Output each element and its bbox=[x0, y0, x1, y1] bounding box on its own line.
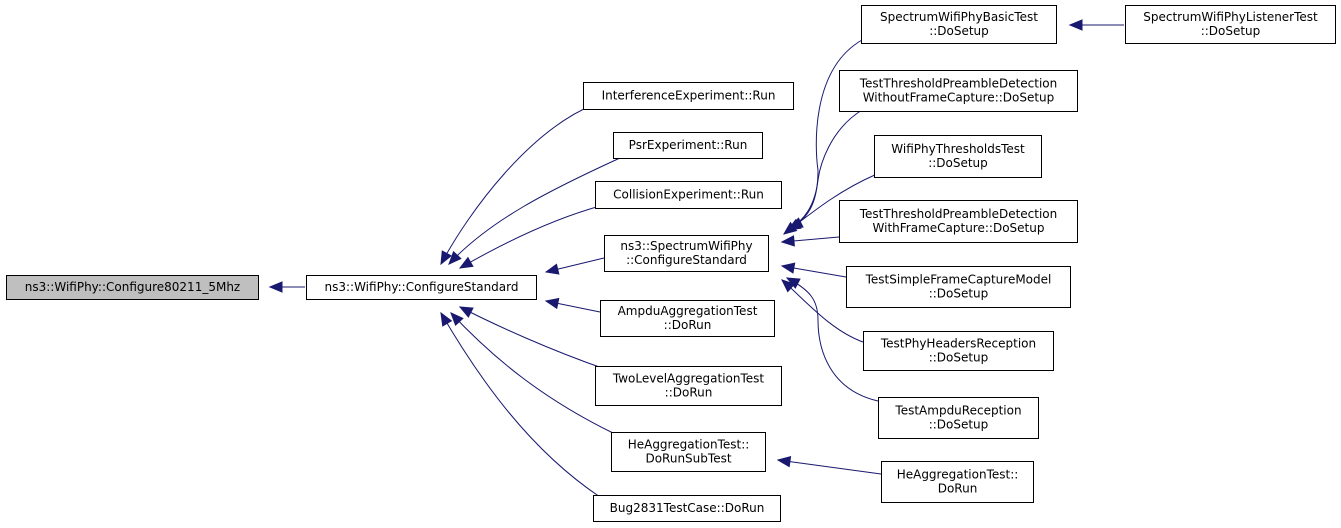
arrowhead-thresholds_test-to-spectrum_configure bbox=[782, 221, 798, 235]
node-label-line: InterferenceExperiment::Run bbox=[602, 89, 776, 103]
node-interference[interactable]: InterferenceExperiment::Run bbox=[583, 82, 794, 110]
arrowhead-wifi_configure-to-root bbox=[268, 281, 283, 293]
node-box bbox=[6, 275, 259, 300]
arrowhead-he_dorun-to-he_subtest bbox=[776, 455, 792, 468]
arrowhead-he_subtest-to-wifi_configure bbox=[450, 312, 464, 327]
node-label-line: ::ConfigureStandard bbox=[626, 253, 747, 267]
edge-ampdu_reception-to-spectrum_configure bbox=[786, 277, 879, 402]
node-label-line: CollisionExperiment::Run bbox=[613, 188, 764, 202]
node-label-line: HeAggregationTest:: bbox=[897, 468, 1019, 482]
arrowhead-spectrum_listener-to-spectrum_basic bbox=[1068, 19, 1083, 31]
node-box bbox=[839, 200, 1078, 243]
node-box bbox=[613, 132, 763, 159]
node-thresholds-test[interactable]: WifiPhyThresholdsTest::DoSetup bbox=[874, 135, 1042, 178]
node-label-line: TestSimpleFrameCaptureModel bbox=[865, 273, 1052, 287]
arrowhead-spectrum_configure-to-wifi_configure bbox=[544, 263, 560, 275]
edge-collision-to-wifi_configure bbox=[459, 205, 601, 269]
node-label-line: DoRunSubTest bbox=[645, 452, 731, 466]
arrowhead-psr-to-wifi_configure bbox=[448, 250, 462, 265]
node-label-line: HeAggregationTest:: bbox=[628, 438, 750, 452]
node-label-line: ::DoRun bbox=[664, 318, 712, 332]
nodes-layer: ns3::WifiPhy::Configure80211_5Mhz ns3::Wi… bbox=[6, 5, 1336, 522]
edge-interference-to-wifi_configure bbox=[440, 103, 596, 265]
arrowhead-ampdu_reception-to-spectrum_configure bbox=[785, 277, 801, 289]
edge-psr-to-wifi_configure bbox=[448, 157, 621, 265]
node-label-line: AmpduAggregationTest bbox=[618, 304, 758, 318]
node-label-line: ::DoSetup bbox=[1201, 24, 1261, 38]
node-label-line: PsrExperiment::Run bbox=[629, 138, 748, 152]
arrowhead-bug2831-to-wifi_configure bbox=[440, 311, 453, 327]
node-label-line: WifiPhyThresholdsTest bbox=[891, 142, 1025, 156]
arrowhead-headers_reception-to-spectrum_configure bbox=[781, 279, 796, 293]
node-label-line: ns3::WifiPhy::Configure80211_5Mhz bbox=[25, 280, 240, 294]
node-threshold-with[interactable]: TestThresholdPreambleDetectionWithFrameC… bbox=[839, 200, 1078, 243]
edge-he_dorun-to-he_subtest bbox=[777, 459, 882, 475]
node-two-level[interactable]: TwoLevelAggregationTest::DoRun bbox=[595, 366, 782, 406]
node-label-line: ::DoSetup bbox=[929, 287, 989, 301]
node-he-dorun[interactable]: HeAggregationTest::DoRun bbox=[881, 461, 1034, 503]
node-box bbox=[595, 181, 782, 209]
edge-spectrum_basic-to-spectrum_configure bbox=[789, 39, 863, 229]
node-simple-capture[interactable]: TestSimpleFrameCaptureModel::DoSetup bbox=[846, 266, 1071, 308]
node-he-subtest[interactable]: HeAggregationTest::DoRunSubTest bbox=[611, 432, 766, 472]
node-label-line: ::DoSetup bbox=[929, 24, 989, 38]
node-label-line: TestPhyHeadersReception bbox=[880, 337, 1036, 351]
node-label-line: WithFrameCapture::DoSetup bbox=[873, 221, 1045, 235]
node-label-line: TestThresholdPreambleDetection bbox=[859, 77, 1058, 91]
node-headers-reception[interactable]: TestPhyHeadersReception::DoSetup bbox=[863, 331, 1054, 371]
edge-threshold_without-to-spectrum_configure bbox=[787, 109, 863, 231]
node-box bbox=[881, 461, 1034, 503]
node-label-line: SpectrumWifiPhyListenerTest bbox=[1143, 10, 1318, 24]
node-box bbox=[874, 135, 1042, 178]
node-box bbox=[611, 432, 766, 472]
node-label-line: SpectrumWifiPhyBasicTest bbox=[880, 10, 1038, 24]
node-bug2831[interactable]: Bug2831TestCase::DoRun bbox=[593, 495, 781, 522]
node-box bbox=[863, 331, 1054, 371]
node-label-line: Bug2831TestCase::DoRun bbox=[610, 501, 765, 515]
arrowhead-two_level-to-wifi_configure bbox=[458, 306, 474, 318]
node-label-line: ::DoSetup bbox=[929, 351, 989, 365]
node-box bbox=[600, 300, 775, 337]
node-box bbox=[593, 495, 781, 522]
node-psr[interactable]: PsrExperiment::Run bbox=[613, 132, 763, 159]
node-label-line: ::DoSetup bbox=[928, 156, 988, 170]
arrowhead-interference-to-wifi_configure bbox=[440, 250, 452, 266]
node-box bbox=[861, 5, 1057, 44]
node-label-line: ::DoSetup bbox=[929, 418, 989, 432]
node-box bbox=[583, 82, 794, 110]
arrowhead-threshold_with-to-spectrum_configure bbox=[780, 235, 795, 247]
node-label-line: WithoutFrameCapture::DoSetup bbox=[863, 91, 1055, 105]
node-collision[interactable]: CollisionExperiment::Run bbox=[595, 181, 782, 209]
node-label-line: TestThresholdPreambleDetection bbox=[859, 207, 1058, 221]
node-root[interactable]: ns3::WifiPhy::Configure80211_5Mhz bbox=[6, 275, 259, 300]
arrowhead-ampdu_aggregation-to-wifi_configure bbox=[544, 297, 560, 310]
node-label-line: ::DoRun bbox=[665, 386, 713, 400]
node-box bbox=[839, 70, 1078, 112]
node-ampdu-aggregation[interactable]: AmpduAggregationTest::DoRun bbox=[600, 300, 775, 337]
edge-bug2831-to-wifi_configure bbox=[440, 312, 601, 498]
node-spectrum-listener[interactable]: SpectrumWifiPhyListenerTest::DoSetup bbox=[1125, 5, 1336, 44]
node-spectrum-basic[interactable]: SpectrumWifiPhyBasicTest::DoSetup bbox=[861, 5, 1057, 44]
node-label-line: ns3::SpectrumWifiPhy bbox=[620, 239, 752, 253]
node-box bbox=[595, 366, 782, 406]
node-label-line: DoRun bbox=[938, 482, 978, 496]
edges-layer bbox=[268, 19, 1124, 498]
node-wifi-configure[interactable]: ns3::WifiPhy::ConfigureStandard bbox=[306, 275, 537, 300]
edge-two_level-to-wifi_configure bbox=[459, 306, 606, 370]
arrowhead-simple_capture-to-spectrum_configure bbox=[780, 262, 796, 274]
node-label-line: TestAmpduReception bbox=[894, 404, 1021, 418]
node-box bbox=[878, 397, 1039, 439]
node-box bbox=[1125, 5, 1336, 44]
node-ampdu-reception[interactable]: TestAmpduReception::DoSetup bbox=[878, 397, 1039, 439]
node-box bbox=[306, 275, 537, 300]
node-box bbox=[604, 235, 769, 272]
node-box bbox=[846, 266, 1071, 308]
node-label-line: TwoLevelAggregationTest bbox=[612, 372, 765, 386]
edge-he_subtest-to-wifi_configure bbox=[450, 312, 616, 435]
arrowhead-collision-to-wifi_configure bbox=[458, 256, 474, 269]
node-spectrum-configure[interactable]: ns3::SpectrumWifiPhy::ConfigureStandard bbox=[604, 235, 769, 272]
node-threshold-without[interactable]: TestThresholdPreambleDetectionWithoutFra… bbox=[839, 70, 1078, 112]
node-label-line: ns3::WifiPhy::ConfigureStandard bbox=[325, 280, 519, 294]
